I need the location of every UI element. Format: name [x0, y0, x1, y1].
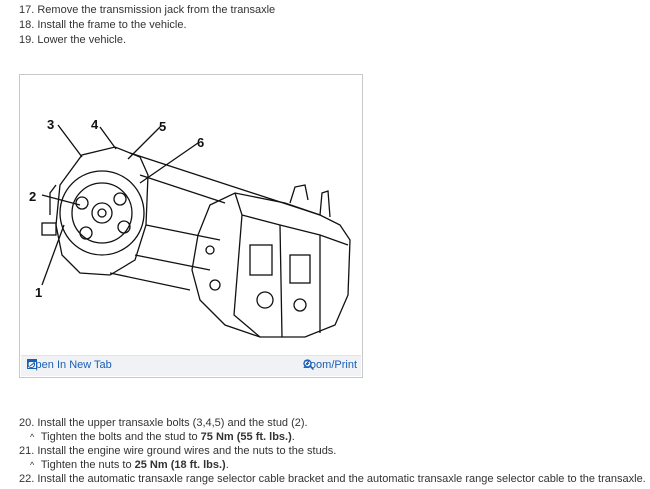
step-20-substep: ^ Tighten the bolts and the stud to 75 N… — [30, 431, 295, 443]
step-19: 19. Lower the vehicle. — [19, 34, 127, 46]
new-tab-icon — [27, 359, 37, 369]
magnifier-icon — [303, 359, 315, 370]
step-17: 17. Remove the transmission jack from th… — [19, 4, 276, 16]
callout-5: 5 — [159, 119, 166, 134]
torque-value-bolts: 75 Nm (55 ft. lbs.) — [200, 431, 292, 443]
callout-4: 4 — [91, 117, 99, 132]
callout-6: 6 — [197, 135, 204, 150]
zoom-print-link[interactable]: Zoom/Print — [303, 359, 357, 371]
figure-toolbar: Open In New Tab Zoom/Print — [21, 355, 361, 376]
open-in-new-tab-label: Open In New Tab — [27, 359, 112, 371]
caret-bullet: ^ — [30, 432, 35, 442]
transaxle-diagram-figure: 3 4 5 6 2 1 Open In New Tab Zoom/Print — [19, 74, 363, 378]
callout-1: 1 — [35, 285, 42, 300]
step-20: 20. Install the upper transaxle bolts (3… — [19, 417, 308, 429]
torque-value-nuts: 25 Nm (18 ft. lbs.) — [134, 459, 226, 471]
transaxle-line-drawing: 3 4 5 6 2 1 — [29, 117, 351, 338]
callout-2: 2 — [29, 189, 36, 204]
caret-bullet: ^ — [30, 460, 35, 470]
callout-3: 3 — [47, 117, 54, 132]
step-21: 21. Install the engine wire ground wires… — [19, 445, 337, 457]
step-18: 18. Install the frame to the vehicle. — [19, 19, 187, 31]
open-in-new-tab-link[interactable]: Open In New Tab — [27, 359, 112, 371]
step-22: 22. Install the automatic transaxle rang… — [19, 473, 646, 485]
step-21-substep: ^ Tighten the nuts to 25 Nm (18 ft. lbs.… — [30, 459, 229, 471]
zoom-print-label: Zoom/Print — [303, 359, 357, 371]
